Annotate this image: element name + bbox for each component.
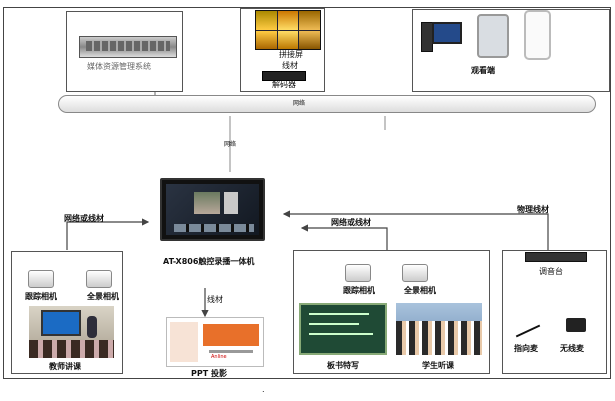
recorder-label: AT-X806触控录播一体机 xyxy=(163,257,255,266)
middle-camera1-label: 跟踪相机 xyxy=(343,286,375,295)
video-wall-label: 拼接屏 xyxy=(279,50,303,59)
classroom-photo xyxy=(29,306,114,358)
network-bar xyxy=(58,95,596,113)
middle-arrow-label: 网络或线材 xyxy=(331,218,371,227)
footnote: . xyxy=(262,385,265,394)
mic1-label: 指向麦 xyxy=(514,344,538,353)
ppt-screen: Anline xyxy=(166,317,264,367)
audio-box xyxy=(502,250,607,374)
outer-frame xyxy=(3,7,611,379)
mixer-icon xyxy=(525,252,587,262)
students-label: 学生听课 xyxy=(422,361,454,370)
tablet-icon xyxy=(477,14,509,58)
middle-arrow xyxy=(300,224,388,250)
decoder-icon xyxy=(262,71,306,81)
wall-cable-label: 线材 xyxy=(282,61,298,70)
right-arrow xyxy=(282,210,549,250)
ppt-badge: Anline xyxy=(211,354,227,360)
left-camera2-label: 全景相机 xyxy=(87,292,119,301)
right-arrow-label: 物理线材 xyxy=(517,205,549,214)
phone-icon xyxy=(524,10,551,60)
wireless-mic-icon xyxy=(566,318,586,332)
left-arrow xyxy=(66,218,150,250)
mixer-label: 调音台 xyxy=(539,267,563,276)
blackboard-photo xyxy=(299,303,387,355)
middle-camera2-label: 全景相机 xyxy=(404,286,436,295)
monitor-icon xyxy=(432,22,462,44)
network-bar-label: 网络 xyxy=(293,100,306,107)
viewer-label: 观看端 xyxy=(471,66,495,75)
server-icon xyxy=(79,36,177,58)
teacher-label: 教师讲课 xyxy=(49,362,81,371)
left-arrow-label: 网络或线材 xyxy=(64,214,104,223)
decoder-label: 解码器 xyxy=(272,80,296,89)
recorder-device xyxy=(160,178,265,241)
board-label: 板书特写 xyxy=(327,361,359,370)
tracking-camera-icon-2 xyxy=(345,264,371,282)
recorder-link-label: 网络 xyxy=(224,141,237,148)
server-label: 媒体资源管理系统 xyxy=(87,62,151,71)
ppt-label: PPT 投影 xyxy=(191,369,227,378)
ppt-cable-label: 线材 xyxy=(207,295,223,304)
panorama-camera-icon xyxy=(86,270,112,288)
tracking-camera-icon xyxy=(28,270,54,288)
panorama-camera-icon-2 xyxy=(402,264,428,282)
left-camera1-label: 跟踪相机 xyxy=(25,292,57,301)
mic2-label: 无线麦 xyxy=(560,344,584,353)
video-wall-icon xyxy=(255,10,321,50)
students-photo xyxy=(396,303,482,355)
